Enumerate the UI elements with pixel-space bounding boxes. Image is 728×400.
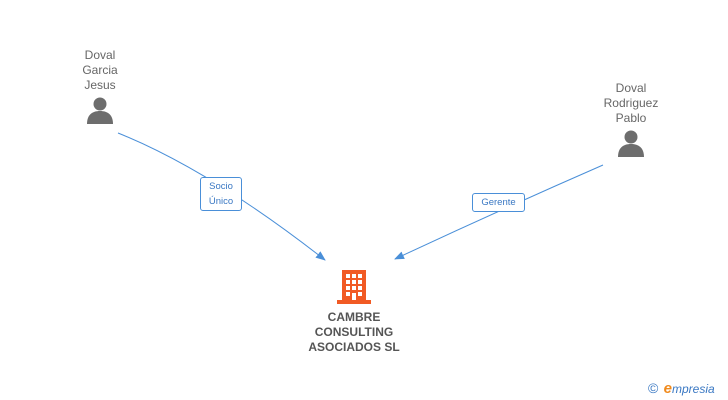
- relation-label-socio-unico[interactable]: Socio Único: [200, 177, 242, 211]
- person-name-line: Pablo: [615, 111, 647, 125]
- empresia-watermark: © empresia: [648, 380, 715, 398]
- building-icon: [337, 270, 371, 304]
- company-name-line: ASOCIADOS SL: [308, 340, 400, 354]
- relation-label-line: Gerente: [481, 197, 516, 208]
- brand-logo-initial: e: [663, 380, 673, 397]
- person-name-line: Jesus: [84, 78, 116, 92]
- relation-label-line: Único: [208, 196, 234, 207]
- relation-label-gerente[interactable]: Gerente: [472, 193, 525, 212]
- person-node-doval-garcia-jesus[interactable]: Doval Garcia Jesus: [50, 48, 150, 125]
- person-name-line: Doval: [84, 48, 116, 62]
- person-name-line: Rodriguez: [603, 96, 659, 110]
- person-icon: [618, 130, 644, 157]
- company-name-line: CONSULTING: [314, 325, 394, 339]
- brand-logo-text: mpresia: [672, 382, 715, 396]
- person-icon: [87, 97, 113, 124]
- person-name-line: Garcia: [82, 63, 118, 77]
- company-name-line: CAMBRE: [327, 310, 381, 324]
- person-name-line: Doval: [615, 81, 647, 95]
- copyright-icon: ©: [648, 380, 659, 396]
- edge-gerente: [394, 164, 604, 260]
- company-node[interactable]: CAMBRE CONSULTING ASOCIADOS SL: [294, 268, 414, 355]
- relation-label-line: Socio: [209, 181, 233, 192]
- company-name: CAMBRE CONSULTING ASOCIADOS SL: [294, 310, 414, 355]
- person-node-doval-rodriguez-pablo[interactable]: Doval Rodriguez Pablo: [581, 81, 681, 158]
